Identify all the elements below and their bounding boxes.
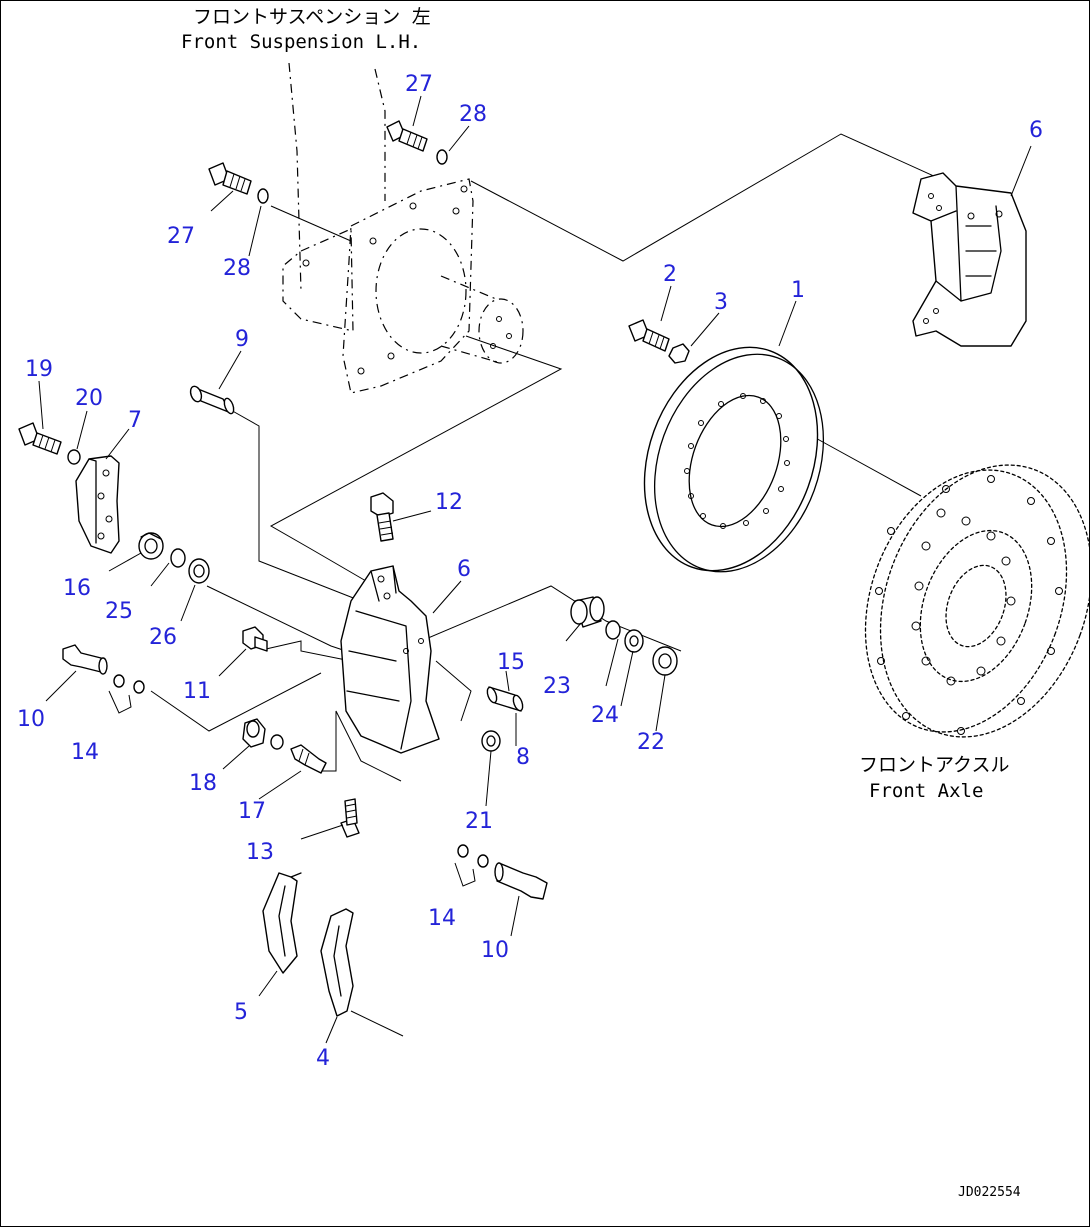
washer-26: [188, 558, 210, 584]
callout-5: 5: [234, 1000, 248, 1025]
callout-23: 23: [543, 674, 571, 699]
washer-28-left: [257, 188, 269, 204]
callout-6-upper: 6: [1029, 118, 1043, 143]
callout-2: 2: [663, 262, 677, 287]
leader-bracket-14-right: [454, 862, 476, 887]
assembly-line-bolt27: [270, 205, 352, 242]
callout-25: 25: [105, 599, 133, 624]
washer-25: [170, 548, 186, 568]
callout-14-right: 14: [428, 906, 456, 931]
ring-24: [624, 629, 644, 653]
callout-28-upper: 28: [459, 102, 487, 127]
callout-13: 13: [246, 840, 274, 865]
plate-7: [75, 455, 120, 554]
callout-24: 24: [591, 703, 619, 728]
caliper-6-main: [340, 565, 440, 754]
callout-11: 11: [183, 679, 211, 704]
callout-10-left: 10: [17, 707, 45, 732]
assembly-line-pin9: [228, 408, 362, 602]
callout-16: 16: [63, 576, 91, 601]
bolt-27-left: [208, 162, 252, 195]
callout-6-main: 6: [457, 557, 471, 582]
callout-27-left: 27: [167, 224, 195, 249]
callout-numbers: 1 2 3 4 5 6 6 7 8 9 10 10 11 12 13 14 14…: [17, 72, 1043, 1071]
caption-axle-jp: フロントアクスル: [859, 754, 1009, 776]
callout-18: 18: [189, 771, 217, 796]
callout-15: 15: [497, 650, 525, 675]
assembly-line-pad4: [350, 1010, 404, 1037]
callout-7: 7: [128, 408, 142, 433]
bolt-19: [18, 422, 62, 455]
bolt-13: [340, 798, 360, 838]
callout-22: 22: [637, 730, 665, 755]
callout-12: 12: [435, 490, 463, 515]
callout-20: 20: [75, 386, 103, 411]
assembly-line-washer26: [206, 585, 347, 652]
bleeder-17: [290, 744, 327, 774]
seal-23a: [605, 620, 621, 640]
callout-26: 26: [149, 625, 177, 650]
callout-1: 1: [791, 278, 805, 303]
callout-17: 17: [238, 799, 266, 824]
brake-disc-1: [643, 346, 825, 573]
o-ring-14d: [477, 854, 489, 868]
front-suspension-knuckle: [282, 178, 524, 394]
callout-9: 9: [235, 327, 249, 352]
bleeder-18: [242, 718, 266, 748]
nut-3: [668, 343, 690, 364]
assembly-line-caliper-top: [470, 133, 1012, 262]
caption-axle-en: Front Axle: [869, 780, 983, 802]
assembly-line-pin8: [435, 660, 472, 722]
o-ring-14a: [113, 674, 125, 688]
brake-pad-5: [262, 872, 302, 974]
callout-3: 3: [714, 290, 728, 315]
bolt-27-upper: [386, 120, 428, 152]
bushing-16: [138, 532, 164, 560]
caption-suspension-jp: フロントサスペンション 左: [193, 6, 431, 28]
callout-19: 19: [25, 357, 53, 382]
washer-20: [67, 449, 81, 465]
pin-8: [486, 686, 524, 712]
leader-bracket-14-left: [108, 690, 132, 714]
o-ring-14b: [133, 680, 145, 694]
pin-9: [189, 385, 235, 415]
assembly-line-pin10-left: [150, 672, 322, 732]
washer-18: [270, 734, 284, 750]
washer-28-upper: [436, 149, 448, 165]
drawing-code: JD022554: [958, 1185, 1021, 1200]
bolt-2: [628, 319, 670, 352]
brake-pad-4: [320, 908, 354, 1017]
leader-lines: [38, 95, 1032, 1044]
centerline-suspension-left: [288, 62, 302, 292]
assembly-line-bolt11: [265, 640, 352, 662]
callout-14-left: 14: [71, 740, 99, 765]
front-axle-hub: [864, 464, 1089, 738]
callout-28-left: 28: [223, 256, 251, 281]
pin-10-left: [62, 644, 108, 675]
o-ring-14c: [457, 844, 469, 858]
caliper-6-upper: [912, 172, 1027, 347]
bolt-12: [370, 492, 394, 542]
callout-21: 21: [465, 809, 493, 834]
callout-27-upper: 27: [405, 72, 433, 97]
washer-21: [481, 730, 501, 752]
assembly-line-center: [269, 335, 563, 582]
callout-4: 4: [316, 1046, 330, 1071]
caption-suspension-en: Front Suspension L.H.: [181, 31, 421, 53]
centerline-suspension-right: [374, 68, 386, 201]
pin-10-right: [494, 862, 548, 900]
callout-10-right: 10: [481, 938, 509, 963]
boot-22: [652, 646, 678, 676]
assembly-line-bleeder: [321, 710, 402, 782]
piston-23: [570, 596, 605, 628]
callout-8: 8: [516, 745, 530, 770]
bolt-11: [242, 626, 268, 652]
